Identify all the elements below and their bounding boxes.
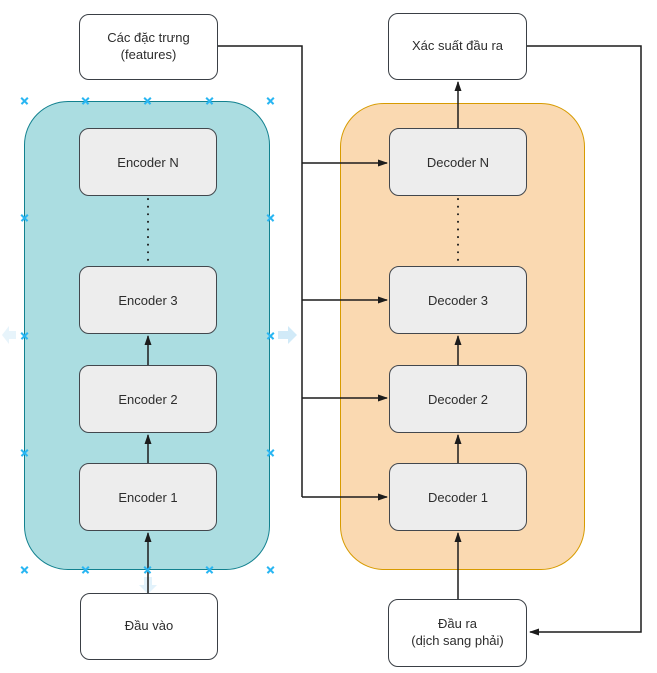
node-decoder-n[interactable]: Decoder N: [389, 128, 527, 196]
selection-handle[interactable]: [266, 97, 275, 106]
node-decoder-1[interactable]: Decoder 1: [389, 463, 527, 531]
selection-handle[interactable]: [266, 332, 275, 341]
features-box[interactable]: Các đặc trưng (features): [79, 14, 218, 80]
selection-handle[interactable]: [20, 449, 29, 458]
node-label: Decoder 3: [428, 292, 488, 308]
selection-handle[interactable]: [20, 566, 29, 575]
node-encoder-n[interactable]: Encoder N: [79, 128, 217, 196]
selection-handle[interactable]: [81, 566, 90, 575]
input-box[interactable]: Đầu vào: [80, 593, 218, 660]
node-encoder-1[interactable]: Encoder 1: [79, 463, 217, 531]
output-probability-box[interactable]: Xác suất đầu ra: [388, 13, 527, 80]
direction-arrow-left[interactable]: [2, 326, 16, 344]
selection-handle[interactable]: [205, 97, 214, 106]
selection-handle[interactable]: [205, 566, 214, 575]
node-encoder-2[interactable]: Encoder 2: [79, 365, 217, 433]
features-label-line2: (features): [120, 47, 177, 62]
connector-features-trunk[interactable]: [218, 45, 303, 497]
output-shifted-box[interactable]: Đầu ra (dịch sang phải): [388, 599, 527, 667]
output-label-line2: (dịch sang phải): [411, 633, 504, 648]
node-label: Decoder 1: [428, 489, 488, 505]
direction-arrow-right[interactable]: [278, 326, 297, 344]
node-encoder-3[interactable]: Encoder 3: [79, 266, 217, 334]
features-label-line1: Các đặc trưng: [107, 30, 190, 46]
selection-handle[interactable]: [20, 97, 29, 106]
node-decoder-3[interactable]: Decoder 3: [389, 266, 527, 334]
selection-handle[interactable]: [143, 566, 152, 575]
selection-handle[interactable]: [266, 214, 275, 223]
node-label: Encoder 2: [118, 391, 178, 407]
node-decoder-2[interactable]: Decoder 2: [389, 365, 527, 433]
node-label: Encoder 1: [118, 489, 178, 505]
node-label: Encoder 3: [118, 292, 178, 308]
selection-handle[interactable]: [266, 449, 275, 458]
node-label: Decoder 2: [428, 391, 488, 407]
output-probability-label: Xác suất đầu ra: [411, 38, 504, 54]
node-label: Encoder N: [117, 154, 179, 170]
input-label: Đầu vào: [124, 618, 174, 634]
selection-handle[interactable]: [20, 332, 29, 341]
node-label: Decoder N: [426, 154, 490, 170]
selection-handle[interactable]: [20, 214, 29, 223]
connector-outputprob-to-output[interactable]: [527, 45, 642, 636]
selection-handle[interactable]: [266, 566, 275, 575]
selection-handle[interactable]: [143, 97, 152, 106]
output-label-line1: Đầu ra: [437, 616, 478, 632]
selection-handle[interactable]: [81, 97, 90, 106]
